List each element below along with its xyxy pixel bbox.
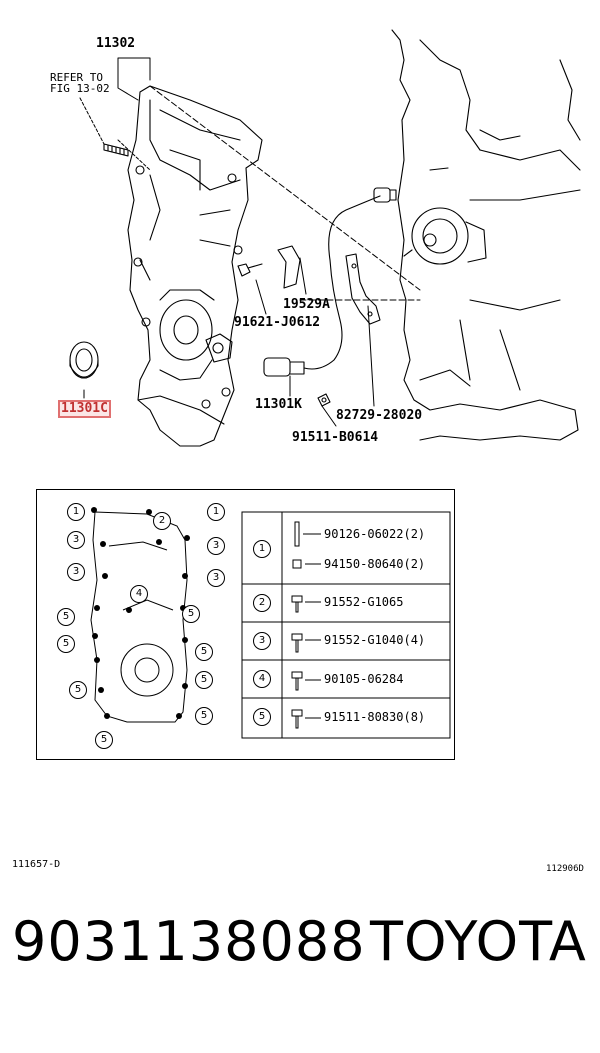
- legend-row-5-number: 5: [253, 708, 271, 726]
- callout-seal-highlighted[interactable]: 11301C: [58, 400, 111, 418]
- map-ref-5g: 5: [195, 707, 213, 725]
- callout-refer-line2: FIG 13-02: [50, 82, 110, 95]
- figure-code-right: 112906D: [546, 864, 584, 874]
- caption-part-number: 9031138088: [12, 910, 366, 973]
- map-ref-5d: 5: [195, 643, 213, 661]
- callout-clip: 82729-28020: [336, 408, 423, 423]
- map-ref-3b: 3: [207, 537, 225, 555]
- map-ref-5h: 5: [95, 731, 113, 749]
- bolt-location-map: [90, 507, 451, 739]
- map-ref-2: 2: [153, 512, 171, 530]
- callout-refer-line1: REFER TO: [50, 71, 103, 84]
- legend-part-number[interactable]: 94150-80640(2): [324, 557, 426, 571]
- callout-bolt-upper: 91621-J0612: [234, 315, 321, 330]
- map-ref-5e: 5: [195, 671, 213, 689]
- legend-part-number[interactable]: 90126-06022(2): [324, 527, 426, 541]
- map-ref-3a: 3: [67, 531, 85, 549]
- oil-seal: [69, 341, 99, 379]
- map-ref-5c: 5: [57, 635, 75, 653]
- legend-part-number[interactable]: 91511-80830(8): [324, 710, 426, 724]
- legend-row-3-number: 3: [253, 632, 271, 650]
- legend-row-2-number: 2: [253, 594, 271, 612]
- callout-main-part: 11302: [96, 36, 136, 51]
- map-ref-5a: 5: [57, 608, 75, 626]
- stud-bolt: [103, 143, 129, 157]
- callout-sensor-bracket: 19529A: [283, 297, 330, 312]
- legend-part-number[interactable]: 91552-G1040(4): [324, 633, 426, 647]
- legend-row-1-number: 1: [253, 540, 271, 558]
- map-ref-5b: 5: [182, 605, 200, 623]
- caption-brand: TOYOTA: [370, 910, 587, 973]
- engine-block-outline: [391, 29, 581, 441]
- fastener-legend-box: 1 2 1 3 3 3 3 4 5 5 5 5 5 5 5 5 1 2 3 4 …: [36, 489, 455, 760]
- exploded-parts-diagram: [69, 29, 581, 447]
- crank-position-sensor: [263, 187, 397, 377]
- map-ref-1: 1: [67, 503, 85, 521]
- legend-part-number[interactable]: 90105-06284: [324, 672, 404, 686]
- timing-chain-cover: [127, 85, 263, 447]
- map-ref-3c: 3: [67, 563, 85, 581]
- map-ref-4: 4: [130, 585, 148, 603]
- bolt-91621: [237, 263, 263, 277]
- callout-sensor: 11301K: [255, 397, 302, 412]
- legend-part-number[interactable]: 91552-G1065: [324, 595, 404, 609]
- wire-clamp: [345, 253, 381, 325]
- callout-bolt-lower: 91511-B0614: [292, 430, 379, 445]
- map-ref-1b: 1: [207, 503, 225, 521]
- legend-row-4-number: 4: [253, 670, 271, 688]
- sensor-bracket: [277, 245, 301, 289]
- map-ref-5f: 5: [69, 681, 87, 699]
- map-ref-3d: 3: [207, 569, 225, 587]
- bolt-91511: [317, 393, 331, 407]
- figure-code-left: 111657-D: [12, 859, 61, 870]
